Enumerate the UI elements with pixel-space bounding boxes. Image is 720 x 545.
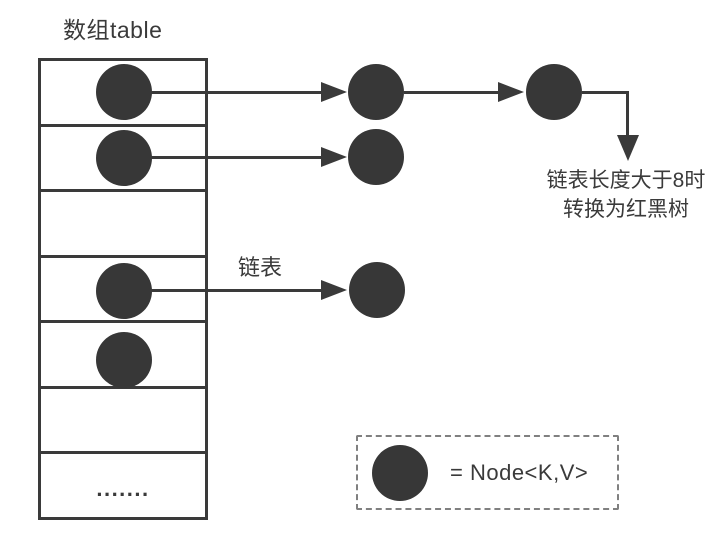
array-cell-3 <box>41 192 205 258</box>
node-icon <box>96 332 152 388</box>
treeify-annotation: 链表长度大于8时 转换为红黑树 <box>518 166 720 224</box>
treeify-annotation-line2: 转换为红黑树 <box>563 198 689 221</box>
arrow-right-icon <box>321 147 347 167</box>
ellipsis-text: ....... <box>96 475 150 501</box>
arrow-line <box>150 91 322 94</box>
arrow-right-icon <box>498 82 524 102</box>
linked-list-label: 链表 <box>238 255 283 280</box>
array-cell-4 <box>41 258 205 324</box>
arrow-right-icon <box>321 82 347 102</box>
arrow-line <box>626 91 629 137</box>
arrow-line <box>582 91 629 94</box>
node-icon <box>96 263 152 319</box>
arrow-down-icon <box>617 135 639 161</box>
array-title: 数组table <box>63 17 163 43</box>
node-icon <box>348 64 404 120</box>
node-icon <box>526 64 582 120</box>
node-icon <box>96 130 152 186</box>
arrow-line <box>150 156 322 159</box>
array-cell-7: ....... <box>41 454 205 517</box>
arrow-line <box>150 289 322 292</box>
legend-text: = Node<K,V> <box>450 459 589 485</box>
node-icon <box>349 262 405 318</box>
array-cell-2 <box>41 127 205 193</box>
legend-box: = Node<K,V> <box>356 435 619 510</box>
array-cell-6 <box>41 389 205 455</box>
node-icon <box>348 129 404 185</box>
arrow-right-icon <box>321 280 347 300</box>
arrow-line <box>404 91 499 94</box>
node-icon <box>372 444 428 501</box>
node-icon <box>96 64 152 120</box>
treeify-annotation-line1: 链表长度大于8时 <box>546 169 706 192</box>
array-cell-1 <box>41 61 205 127</box>
